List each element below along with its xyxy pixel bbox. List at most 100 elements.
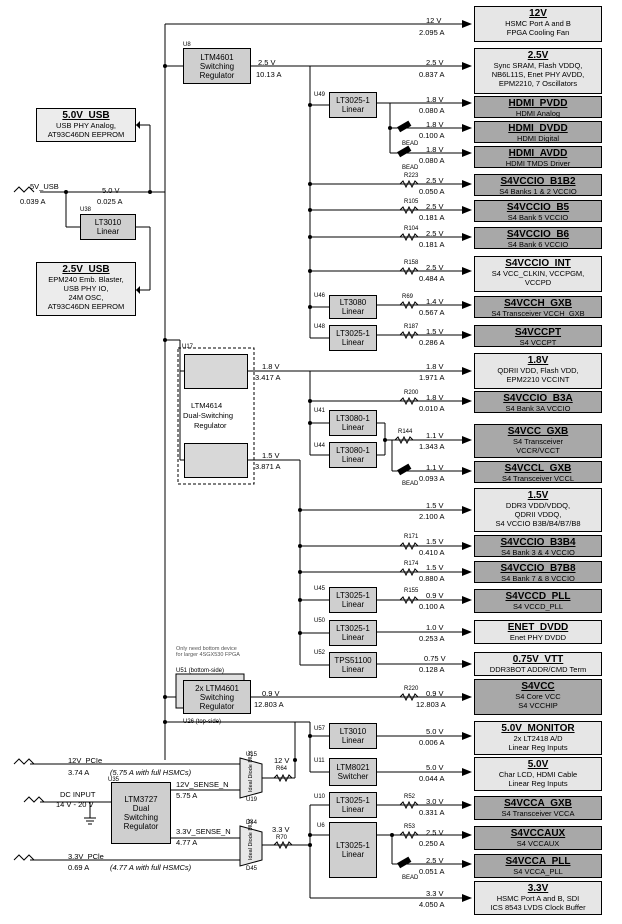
ref-designator: R69: [402, 294, 414, 300]
rail-description: DDR3 VDD/VDDQ, QDRII VDDQ, S4 VCCIO B3B/…: [495, 501, 581, 528]
rail-title: HDMI_AVDD: [508, 148, 568, 159]
ref-designator: BEAD: [402, 165, 419, 171]
text-line: Linear: [341, 805, 365, 814]
net-label: 0.039 A: [20, 197, 46, 206]
rail-title: 3.3V: [527, 883, 549, 894]
net-label: 0.100 A: [419, 602, 445, 611]
rail-description: S4 Bank 5 VCCIO: [507, 213, 569, 222]
net-label: 0.9 V: [426, 689, 444, 698]
net-label: 0.9 V: [262, 689, 280, 698]
rail-description: S4 VCCA_PLL: [513, 867, 563, 876]
text-line: Linear: [341, 423, 365, 432]
rail-title: S4VCCD_PLL: [505, 591, 571, 602]
source-title: 2.5V_USB: [62, 264, 110, 275]
text-line: LT3010: [339, 727, 367, 736]
ref-designator: BEAD: [402, 481, 419, 487]
text-line: TPS51100: [334, 656, 372, 665]
source-description: EPM240 Emb. Blaster, USB PHY IO, 24M OSC…: [47, 275, 125, 311]
text-line: LTM4601: [200, 52, 234, 62]
net-label: (4.77 A with full HSMCs): [110, 863, 192, 872]
net-label: 12.803 A: [254, 700, 284, 709]
ref-designator: R64: [276, 766, 288, 772]
net-label: 0.051 A: [419, 867, 445, 876]
rail-title: 1.8V: [527, 355, 549, 366]
net-label: (5.75 A with full HSMCs): [110, 768, 192, 777]
net-label: 0.080 A: [419, 106, 445, 115]
rail-description: S4 Transceiver VCCR/VCCT: [512, 437, 564, 455]
rail-title: 1.5V: [527, 490, 549, 501]
rail-description: S4 Core VCC S4 VCCHIP: [515, 692, 561, 710]
net-label: 5.0 V: [426, 727, 444, 736]
net-label: Dual-Switching: [183, 411, 234, 420]
rail-description: S4 Transceiver VCCL: [501, 474, 575, 483]
ref-designator: R70: [276, 835, 288, 841]
net-label: 1.4 V: [426, 297, 444, 306]
net-label: 0.837 A: [419, 70, 445, 79]
net-label: 14 V - 20 V: [56, 800, 94, 809]
rail-title: S4VCCIO_INT: [505, 258, 571, 269]
rail-title: 0.75V_VTT: [512, 654, 564, 665]
rail-description: S4 VCCAUX: [516, 839, 560, 848]
rail-title: S4VCCIO_B1B2: [500, 176, 576, 187]
rail-title: 5.0V_MONITOR: [501, 723, 575, 734]
text-line: LT3025-1: [336, 624, 370, 633]
rail-title: HDMI_DVDD: [508, 123, 568, 134]
net-label: 1.971 A: [419, 373, 445, 382]
rail-description: S4 Bank 3A VCCIO: [505, 404, 571, 413]
rail-title: S4VCCA_PLL: [505, 856, 571, 867]
net-label: 3.0 V: [426, 797, 444, 806]
ref-designator: U19: [246, 797, 258, 803]
rail-description: HDMI Analog: [515, 109, 561, 118]
rail-description: HSMC Port A and B FPGA Cooling Fan: [505, 19, 571, 37]
ref-designator: R223: [404, 173, 419, 179]
net-label: 1.8 V: [426, 95, 444, 104]
text-line: LT3010: [94, 218, 122, 227]
text-line: LTM3727: [124, 795, 158, 804]
net-label: 1.5 V: [262, 451, 280, 460]
ref-designator: U50: [314, 618, 326, 624]
text-line: LT3025-1: [336, 96, 370, 105]
text-line: Linear: [341, 455, 365, 464]
net-label: 0.331 A: [419, 808, 445, 817]
ref-designator: BEAD: [402, 875, 419, 881]
net-label: 2.5 V: [258, 58, 276, 67]
ref-designator: R105: [404, 199, 419, 205]
ref-designator: R158: [404, 260, 419, 266]
net-label: 2.5 V: [426, 176, 444, 185]
ideal-diode-mux-label-2: Ideal Diode MUX: [248, 818, 254, 860]
net-label: 0.250 A: [419, 839, 445, 848]
ref-designator: BEAD: [402, 141, 419, 147]
rail-title: S4VCCL_GXB: [504, 463, 572, 474]
rail-description: DDR3BOT ADDR/CMD Term: [489, 665, 587, 674]
net-label: 12 V: [274, 756, 290, 765]
rail-title: S4VCCIO_B6: [506, 229, 570, 240]
net-label: 1.1 V: [426, 463, 444, 472]
rail-description: HDMI Digital: [516, 134, 560, 143]
text-line: 2x LTM4601: [195, 683, 239, 693]
rail-description: Sync SRAM, Flash VDDQ, NB6L11S, Enet PHY…: [491, 61, 585, 88]
text-line: Linear: [341, 307, 365, 316]
rail-title: ENET_DVDD: [507, 622, 569, 633]
net-label: 0.128 A: [419, 665, 445, 674]
